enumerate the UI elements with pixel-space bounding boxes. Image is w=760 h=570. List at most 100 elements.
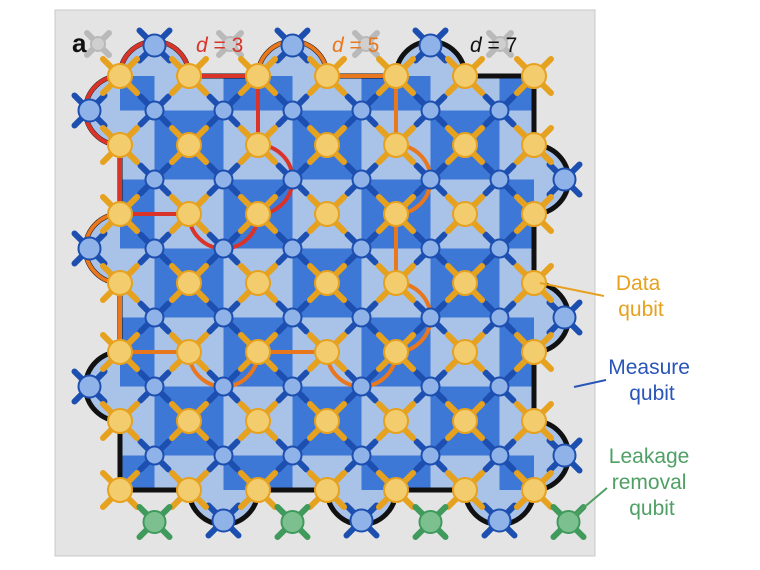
data-qubit [307,263,347,303]
boundary-stabilizer-tile [534,421,569,490]
measure-qubit [482,93,517,128]
qubit-disc [144,376,165,397]
data-qubit [514,332,554,372]
qubit-layer [71,27,587,540]
qubit-disc [245,477,271,503]
panel-label: a [72,28,87,58]
qubit-disc [245,201,271,227]
qubit-disc [245,132,271,158]
qubit-disc [452,270,478,296]
measure-qubit [206,300,241,335]
measure-qubit [137,231,172,266]
qubit-disc [420,169,441,190]
data-qubit [238,401,278,441]
qubit-disc [213,307,234,328]
qubit-disc [213,376,234,397]
qubit-disc [420,238,441,259]
boundary-stabilizer-tile [258,41,327,76]
data-qubit [514,401,554,441]
leakage-removal-qubit [274,504,311,540]
qubit-disc [521,63,547,89]
qubit-disc [176,201,202,227]
measure-qubit [482,369,517,404]
qubit-disc [383,270,409,296]
measure-qubit [413,300,448,335]
measure-qubit [546,437,583,474]
qubit-disc [245,63,271,89]
qubit-disc [314,201,340,227]
qubit-disc [314,408,340,434]
measure-qubit [275,369,310,404]
measure-qubit [481,502,518,539]
data-qubit [376,56,416,96]
qubit-disc [492,36,508,52]
measure-qubit-label: Measure qubit [608,356,696,405]
measure-qubit [137,438,172,473]
measure-qubit [412,27,449,64]
measure-qubit [413,231,448,266]
qubit-disc [521,201,547,227]
data-qubit [445,332,485,372]
qubit-disc [383,201,409,227]
qubit-disc [351,445,372,466]
qubit-disc [176,270,202,296]
leakage-removal-qubit [550,504,587,540]
data-qubit [169,125,209,165]
qubit-disc [107,270,133,296]
measure-qubit [206,369,241,404]
data-qubit [238,332,278,372]
qubit-disc [420,100,441,121]
qubit-disc [351,238,372,259]
measure-qubit [137,300,172,335]
qubit-disc [489,307,510,328]
measure-qubit [343,502,380,539]
boundary-stabilizer-tile [534,283,569,352]
data-qubit [169,263,209,303]
measure-qubit [206,93,241,128]
measure-qubit [344,438,379,473]
distance-label-d7: d = 7 [470,34,517,57]
data-qubit [307,401,347,441]
measure-qubit [275,300,310,335]
inactive-qubit [84,30,112,58]
qubit-disc [77,236,102,261]
qubit-disc [489,100,510,121]
qubit-disc [521,408,547,434]
measure-qubit [275,93,310,128]
measure-qubit [344,93,379,128]
leakage-removal-qubit [136,504,173,540]
data-qubit [238,125,278,165]
qubit-disc [107,201,133,227]
data-qubit [307,332,347,372]
boundary-stabilizer-tile [534,145,569,214]
qubit-disc [77,374,102,399]
measure-qubit [344,162,379,197]
qubit-disc [487,508,512,533]
qubit-disc [358,36,374,52]
qubit-disc [314,132,340,158]
measure-qubit [413,438,448,473]
qubit-disc [314,477,340,503]
qubit-disc [418,510,443,534]
qubit-disc [552,305,577,330]
qubit-disc [144,100,165,121]
leakage-qubit-leader [574,487,608,516]
qubit-disc [521,270,547,296]
qubit-disc [107,408,133,434]
measure-qubit [344,300,379,335]
qubit-disc [351,307,372,328]
qubit-disc [142,33,167,58]
qubit-disc [90,36,106,52]
measure-qubit [482,162,517,197]
qubit-disc [521,339,547,365]
qubit-disc [144,307,165,328]
distance-label-d5: d = 5 [332,34,379,57]
data-qubit [514,56,554,96]
data-qubit [100,56,140,96]
qubit-disc [176,477,202,503]
measure-qubit [206,231,241,266]
boundary-stabilizer-tile [396,41,465,76]
qubit-disc [211,508,236,533]
data-qubit [514,194,554,234]
qubit-disc [452,408,478,434]
